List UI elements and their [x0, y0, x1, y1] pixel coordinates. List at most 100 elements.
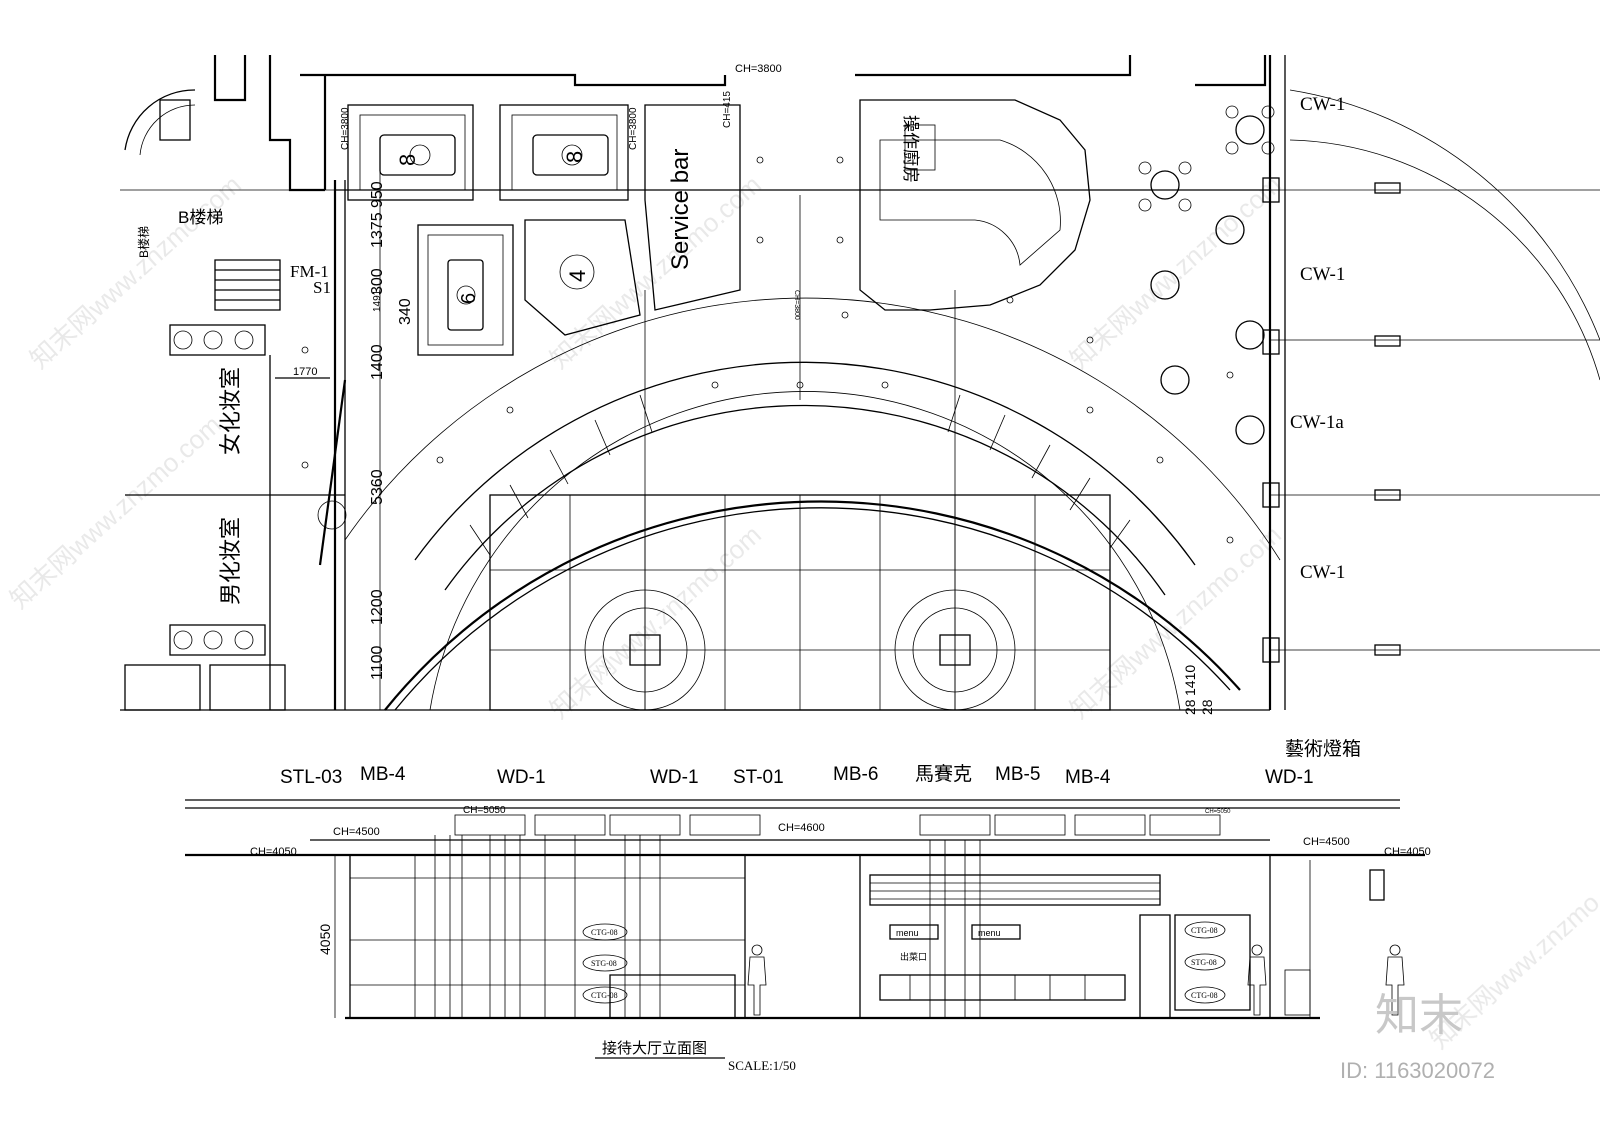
figure-head: [1389, 944, 1401, 956]
watermark-text-4: 知末网www.znzmo.com: [544, 519, 767, 724]
dim-28-a: 28: [1182, 699, 1198, 715]
cw1a-tag: CW-1a: [1290, 412, 1344, 433]
seat-count-room-4: 4: [565, 270, 590, 282]
dim-1770: 1770: [293, 366, 317, 378]
chair: [1225, 141, 1239, 155]
dim-5360: 5360: [369, 469, 386, 505]
kitchen-outline: [859, 99, 1091, 311]
seat-divider: [1109, 519, 1131, 549]
lazy-susan-1: [409, 144, 431, 166]
mullion-detail: [1374, 335, 1401, 347]
ch-tag-room-1: CH=3800: [340, 107, 351, 150]
ch-elev-5050: CH=5050: [463, 805, 506, 816]
pickup-window-label: 出菜口: [900, 951, 927, 962]
brand-watermark: 知末: [1375, 990, 1463, 1041]
menu-label-2: menu: [978, 928, 1001, 938]
downlight: [1086, 336, 1094, 344]
banquette-seats: [469, 394, 1131, 556]
seat-divider: [469, 524, 491, 556]
door-tag-s1: S1: [313, 278, 331, 297]
person-figure-right: [1247, 944, 1267, 1016]
downlight: [436, 456, 444, 464]
round-table: [1215, 215, 1245, 245]
image-id: ID: 1163020072: [1340, 1058, 1495, 1083]
plant-icon: [317, 500, 347, 530]
curved-stair-inner: [139, 104, 196, 156]
panel-oval: [1184, 953, 1226, 971]
elevation-title: 接待大厅立面图: [602, 1040, 707, 1057]
door-tag-fm1: FM-1: [290, 262, 329, 281]
panel-stg-left: STG-08: [591, 959, 617, 968]
downlight: [1156, 456, 1164, 464]
downlight: [836, 156, 844, 164]
private-room-2-inner: [511, 114, 618, 191]
downlight: [756, 156, 764, 164]
soffit: [689, 814, 761, 836]
art-lightbox: [1369, 869, 1385, 901]
stair-b-vertical-label: B楼梯: [136, 226, 151, 258]
mullion: [1262, 482, 1280, 508]
ch-elev-4050-right: CH=4050: [1384, 846, 1431, 858]
kitchen-stair: [904, 124, 936, 171]
mullion-detail: [1374, 182, 1401, 194]
side-door: [1139, 914, 1171, 1019]
elevation: STL-03 MB-4 WD-1 WD-1 ST-01 MB-6 馬賽克 MB-…: [185, 738, 1431, 1073]
private-room-1-inner: [359, 114, 466, 191]
seat-divider: [549, 449, 569, 485]
label-st01: ST-01: [733, 767, 784, 788]
label-art-lightbox: 藝術燈箱: [1285, 738, 1361, 760]
dim-340: 340: [397, 298, 414, 325]
curved-stair: [124, 89, 196, 151]
service-wall-right: menu menu 出菜口 CTG-08 STG-08 CTG-08: [859, 840, 1271, 1019]
downlight: [301, 461, 309, 469]
service-wall-frame: [859, 854, 1271, 1019]
panel-oval: [582, 986, 628, 1004]
height-dim-4050: 4050: [317, 924, 333, 955]
watermark-text-5: 知末网www.znzmo.com: [1064, 169, 1287, 374]
reception-wall-left: CTG-08 STG-08 CTG-08: [349, 835, 767, 1019]
seat-divider: [594, 419, 611, 456]
label-mb5: MB-5: [995, 764, 1040, 785]
table-room-3: [447, 259, 484, 331]
figure-body: [1385, 956, 1405, 1016]
seat-divider: [1069, 477, 1091, 511]
seat-divider: [1031, 444, 1051, 479]
mullion-detail: [1374, 489, 1401, 501]
round-table: [1150, 270, 1180, 300]
sink: [203, 330, 223, 350]
ch-label-center: CH=3800: [793, 290, 800, 320]
floor-grid: [489, 494, 1111, 711]
menu-label-1: menu: [896, 928, 919, 938]
seat-divider: [989, 414, 1006, 451]
outer-arc-right-2: [1289, 89, 1600, 341]
dim-1410: 1410: [1182, 665, 1198, 696]
service-bar-outline: [644, 104, 741, 311]
menu-box-2: [971, 924, 1021, 940]
figure-head: [751, 944, 763, 956]
seat-count-room-2: 8: [562, 151, 587, 163]
chair: [1138, 198, 1152, 212]
downlight: [1086, 406, 1094, 414]
dim-1400: 1400: [369, 344, 386, 380]
soffit: [609, 814, 681, 836]
ceiling-soffits: [310, 814, 1270, 841]
round-table: [1150, 170, 1180, 200]
female-sinks: [169, 324, 266, 356]
right-end-detail: [1284, 860, 1405, 1018]
cw1-tag-bottom: CW-1: [1300, 562, 1345, 583]
panel-oval: [582, 954, 628, 972]
lobby-arc-banquette: [414, 361, 1196, 566]
ch-elev-5050-small: CH=5050: [1205, 809, 1231, 815]
label-wd1-c: WD-1: [1265, 767, 1314, 788]
soffit: [919, 814, 991, 836]
lobby-arc-banquette-inner: [444, 404, 1166, 596]
panel-ctg-right-1: CTG-08: [1191, 926, 1218, 935]
reception-wall-frame: [349, 854, 746, 1019]
lobby-arc-inner: [429, 391, 1181, 711]
ch-elev-4600: CH=4600: [778, 822, 825, 834]
lobby-arc-outer: [384, 500, 1241, 711]
chair: [1261, 141, 1275, 155]
chair: [1138, 161, 1152, 175]
private-room-3: [417, 224, 514, 356]
